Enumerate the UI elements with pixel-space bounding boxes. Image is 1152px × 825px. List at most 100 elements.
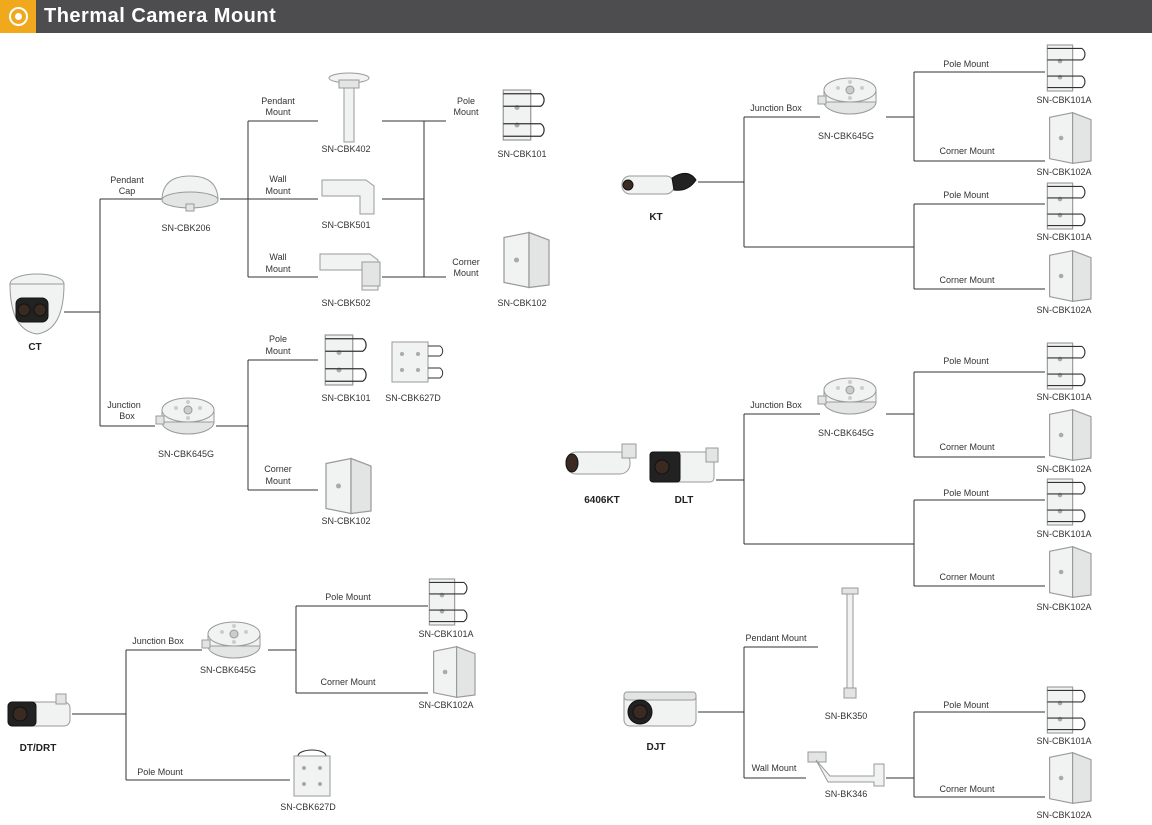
code-cbk102a-kt2: SN-CBK102A — [1036, 305, 1091, 315]
camera-label-kt: KT — [649, 212, 662, 223]
cbk102a-image-kt2 — [1049, 250, 1092, 302]
label-junction-box-line1: Junction — [107, 400, 141, 410]
cbk502-image — [319, 253, 381, 291]
cbk627d-image-ct — [391, 341, 444, 383]
code-cbk101a-dlt2: SN-CBK101A — [1036, 529, 1091, 539]
cbk645g-image-dt — [201, 621, 261, 659]
code-cbk627d-dt: SN-CBK627D — [280, 802, 336, 812]
dt-connector — [72, 649, 290, 781]
cbk645g-image-dlt — [817, 377, 877, 415]
code-cbk102a-kt1: SN-CBK102A — [1036, 167, 1091, 177]
label-pole-mount-dlt1: Pole Mount — [943, 356, 989, 366]
kt-camera-image — [621, 173, 697, 195]
label-pole-mount-dt: Pole Mount — [137, 767, 183, 777]
dlt-section: 6406KT DLT Junction Box SN-CBK645G Pole … — [565, 342, 1092, 612]
cbk402-image — [328, 72, 370, 143]
bk346-image — [807, 751, 885, 787]
camera-label-6406kt: 6406KT — [584, 495, 620, 506]
cbk645g-image-kt — [817, 77, 877, 115]
cbk101a-image-dt — [428, 578, 468, 626]
cbk101-image-a — [502, 89, 545, 141]
cbk645g-dt-connector — [268, 605, 428, 694]
cbk102a-image-dt — [433, 646, 476, 698]
camera-label-dt: DT/DRT — [20, 743, 57, 754]
code-cbk102a-djt: SN-CBK102A — [1036, 810, 1091, 820]
cbk102-image-a — [503, 231, 550, 289]
label-junction-box-line2: Box — [119, 411, 135, 421]
cbk645g-image-ct — [155, 397, 215, 435]
cbk101a-image-djt — [1046, 686, 1086, 734]
label-corner-mount-ct2-line2: Mount — [265, 476, 291, 486]
djt-connector — [698, 646, 818, 779]
label-pole-mount-dlt2: Pole Mount — [943, 488, 989, 498]
label-corner-mount-ct1-line2: Mount — [453, 268, 479, 278]
label-corner-mount-dlt1: Corner Mount — [939, 442, 995, 452]
dlt-branch-connectors — [886, 371, 1045, 587]
code-bk350: SN-BK350 — [825, 711, 868, 721]
code-cbk102-a: SN-CBK102 — [497, 298, 546, 308]
cbk102a-image-kt1 — [1049, 112, 1092, 164]
page-header: Thermal Camera Mount — [0, 0, 1152, 33]
label-corner-mount-kt2: Corner Mount — [939, 275, 995, 285]
label-pole-mount-kt1: Pole Mount — [943, 59, 989, 69]
label-pole-mount-ct1-line2: Mount — [453, 107, 479, 117]
camera-label-djt: DJT — [647, 742, 666, 753]
label-junction-box-dt: Junction Box — [132, 636, 184, 646]
code-cbk102a-dlt2: SN-CBK102A — [1036, 602, 1091, 612]
label-pole-mount-dt2: Pole Mount — [325, 592, 371, 602]
label-corner-mount-ct2-line1: Corner — [264, 464, 292, 474]
code-cbk101a-dt: SN-CBK101A — [418, 629, 473, 639]
code-cbk645g-kt: SN-CBK645G — [818, 131, 874, 141]
cbk102a-image-djt — [1049, 752, 1092, 804]
label-pendant-mount-line2: Mount — [265, 107, 291, 117]
cbk627d-image-dt — [293, 749, 331, 797]
label-pole-mount-djt: Pole Mount — [943, 700, 989, 710]
cbk206-image — [161, 175, 219, 212]
label-pendant-mount-djt: Pendant Mount — [745, 633, 807, 643]
bk346-connector — [886, 711, 1045, 798]
djt-camera-image — [623, 691, 697, 727]
cbk102a-image-dlt1 — [1049, 409, 1092, 461]
cbk101-image-b — [324, 334, 367, 386]
label-wall-mount-djt: Wall Mount — [752, 763, 797, 773]
dt-section: DT/DRT Junction Box Pole Mount SN-CBK645… — [7, 578, 476, 812]
label-corner-mount-dlt2: Corner Mount — [939, 572, 995, 582]
dt-camera-image — [7, 693, 71, 727]
label-wall-mount-a-line1: Wall — [269, 174, 286, 184]
cbk101a-image-dlt1 — [1046, 342, 1086, 390]
label-pole-mount-ct2-line1: Pole — [269, 334, 287, 344]
djt-section: DJT Pendant Mount Wall Mount SN-BK350 SN… — [623, 587, 1092, 820]
camera-label-dlt: DLT — [675, 495, 694, 506]
code-cbk101a-kt1: SN-CBK101A — [1036, 95, 1091, 105]
6406kt-camera-image — [565, 443, 637, 475]
code-cbk102-b: SN-CBK102 — [321, 516, 370, 526]
dlt-connector — [716, 413, 914, 545]
code-cbk502: SN-CBK502 — [321, 298, 370, 308]
label-junction-box-dlt: Junction Box — [750, 400, 802, 410]
label-corner-mount-dt2: Corner Mount — [320, 677, 376, 687]
code-cbk402: SN-CBK402 — [321, 144, 370, 154]
cbk4xx-connector — [382, 120, 446, 278]
label-pendant-cap-line1: Pendant — [110, 175, 144, 185]
code-cbk501: SN-CBK501 — [321, 220, 370, 230]
kt-branch-connectors — [886, 71, 1045, 290]
code-cbk101-b: SN-CBK101 — [321, 393, 370, 403]
code-cbk645g-ct: SN-CBK645G — [158, 449, 214, 459]
label-pole-mount-kt2: Pole Mount — [943, 190, 989, 200]
code-cbk102a-dt: SN-CBK102A — [418, 700, 473, 710]
camera-label-ct: CT — [28, 342, 41, 353]
cbk501-image — [321, 179, 375, 215]
label-pendant-mount-line1: Pendant — [261, 96, 295, 106]
cbk102a-image-dlt2 — [1049, 546, 1092, 598]
label-pole-mount-ct1-line1: Pole — [457, 96, 475, 106]
label-wall-mount-a-line2: Mount — [265, 186, 291, 196]
code-cbk206: SN-CBK206 — [161, 223, 210, 233]
label-corner-mount-ct1-line1: Corner — [452, 257, 480, 267]
target-icon — [0, 0, 36, 33]
cbk102-image-b — [325, 457, 372, 515]
code-cbk627d-ct: SN-CBK627D — [385, 393, 441, 403]
label-corner-mount-djt: Corner Mount — [939, 784, 995, 794]
kt-section: KT Junction Box SN-CBK645G Pole Mount Co… — [621, 44, 1092, 315]
bk350-image — [841, 587, 859, 699]
